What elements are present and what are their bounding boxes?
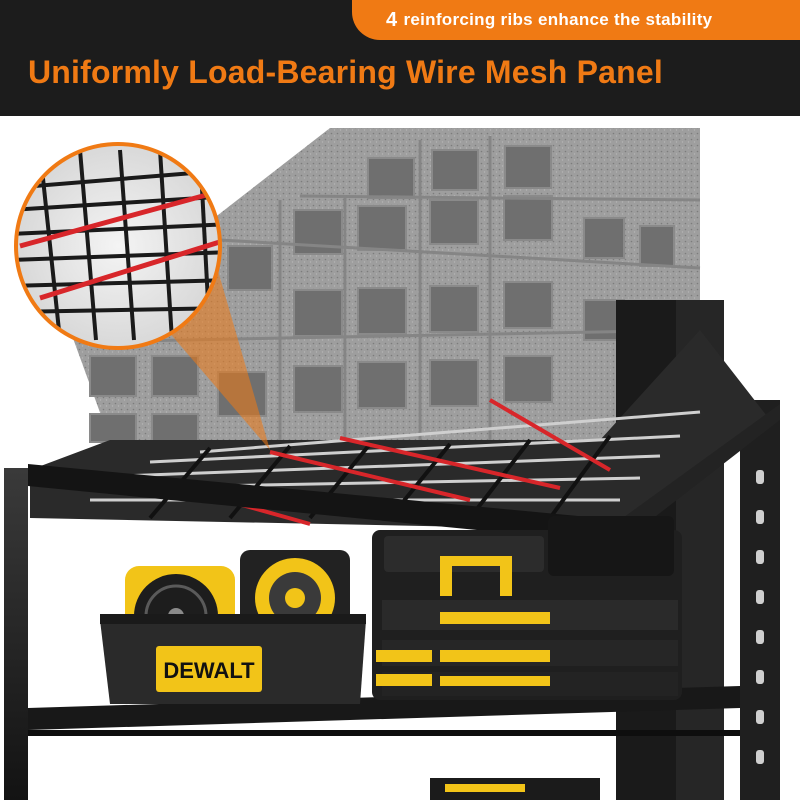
- badge-text: reinforcing ribs enhance the stability: [403, 10, 713, 29]
- page-title: Uniformly Load-Bearing Wire Mesh Panel: [28, 54, 663, 90]
- toolbox-stack: [372, 516, 682, 700]
- wire-mesh-shelf: [28, 330, 780, 544]
- product-label: DEWALT: [163, 658, 255, 683]
- feature-badge: 4 reinforcing ribs enhance the stability: [352, 0, 800, 40]
- header-banner: 4 reinforcing ribs enhance the stability…: [0, 0, 800, 116]
- dewalt-tote: DEWALT: [100, 614, 366, 704]
- badge-number: 4: [386, 8, 398, 31]
- shelf-photo: DEWALT: [0, 116, 800, 800]
- left-upright: [4, 468, 28, 800]
